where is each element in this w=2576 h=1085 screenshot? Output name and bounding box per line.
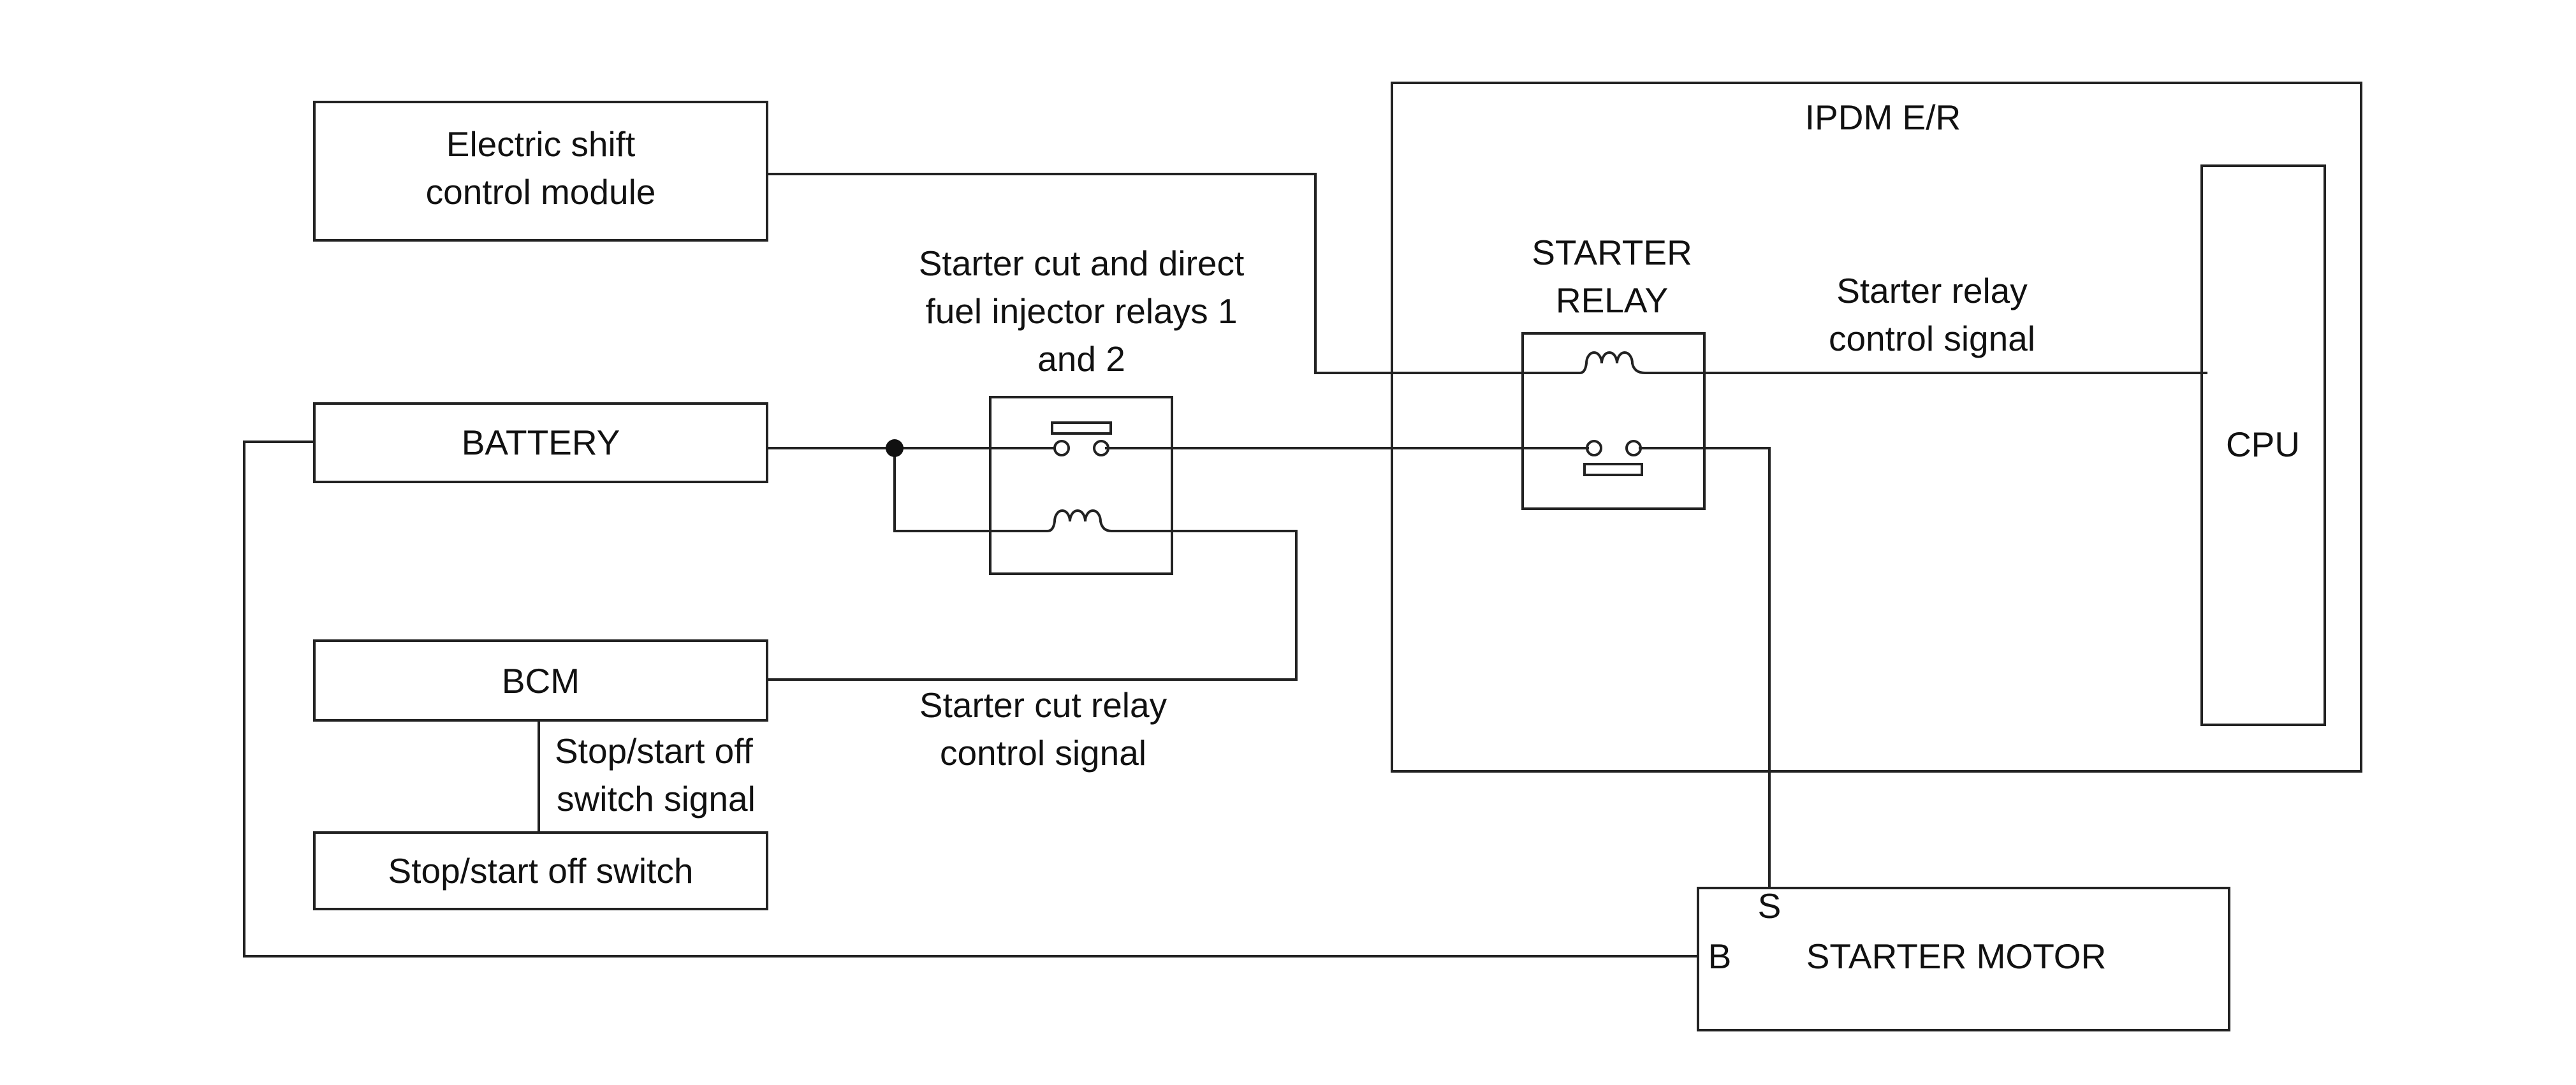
starter-relay-signal-line2: control signal	[1829, 319, 2035, 358]
electric-shift-label-line2: control module	[426, 172, 656, 212]
cut-relay-contact-right	[1093, 440, 1109, 456]
ipdm-er-title: IPDM E/R	[1805, 98, 1961, 137]
battery: BATTERY	[313, 402, 768, 483]
electric-shift-control-module: Electric shift control module	[313, 101, 768, 242]
bcm: BCM	[313, 639, 768, 722]
cut-relay-box	[989, 396, 1173, 575]
cut-relay-signal-line2: control signal	[940, 733, 1146, 773]
starter-relay-label-line1: STARTER	[1532, 233, 1692, 272]
cut-relay-coil-icon	[1047, 509, 1112, 532]
wire-starter-relay-to-starter-motor-s	[1639, 447, 1771, 888]
electric-shift-label-line1: Electric shift	[446, 124, 635, 164]
starter-cut-relay: Starter cut and direct fuel injector rel…	[919, 244, 1245, 575]
starter-motor-terminal-s: S	[1758, 886, 1782, 926]
ipdm-er-module: IPDM E/R	[1391, 82, 2362, 773]
ipdm-er-outline	[1391, 82, 2362, 773]
bcm-label: BCM	[502, 661, 580, 701]
starter-motor-terminal-b: B	[1708, 936, 1732, 976]
starter-relay-contact-right	[1625, 440, 1642, 456]
cut-relay-contact-left	[1053, 440, 1070, 456]
battery-box	[313, 402, 768, 483]
wire-cut-relay-coil-to-bcm	[767, 530, 1298, 681]
stop-start-switch-label: Stop/start off switch	[388, 851, 694, 891]
starter-relay-contact-left	[1586, 440, 1602, 456]
starter-relay-armature	[1583, 463, 1643, 476]
starter-relay-label-line2: RELAY	[1556, 280, 1668, 320]
wire-junction-to-cut-relay-coil	[893, 448, 1048, 532]
stop-start-signal-line2: switch signal	[557, 779, 756, 819]
cut-relay-armature	[1051, 421, 1112, 435]
wire-junction-dot	[886, 439, 904, 457]
starter-motor-box	[1697, 887, 2230, 1031]
starter-relay: STARTER RELAY	[1521, 233, 1706, 510]
cut-relays-label-line2: fuel injector relays 1	[925, 291, 1237, 331]
stop-start-switch-box	[313, 831, 768, 910]
wire-electric-shift-to-starter-relay	[767, 173, 1580, 374]
starter-motor-label: STARTER MOTOR	[1806, 936, 2107, 976]
starter-relay-signal-line1: Starter relay	[1836, 271, 2028, 310]
starter-relay-box	[1521, 332, 1706, 510]
cut-relay-signal-line1: Starter cut relay	[919, 685, 1167, 725]
starter-motor: S B STARTER MOTOR	[1697, 886, 2230, 1031]
battery-label: BATTERY	[462, 423, 620, 462]
wire-battery-to-starter-motor-b	[243, 441, 1698, 958]
stop-start-signal-line1: Stop/start off	[555, 731, 754, 771]
cpu-box	[2200, 164, 2326, 726]
starter-relay-coil-icon	[1579, 351, 1646, 374]
cpu-block: CPU	[2200, 164, 2326, 726]
electric-shift-box	[313, 101, 768, 242]
stop-start-off-switch: Stop/start off switch	[313, 831, 768, 910]
cut-relays-label-line3: and 2	[1037, 339, 1125, 379]
bcm-box	[313, 639, 768, 722]
cut-relays-label-line1: Starter cut and direct	[919, 244, 1245, 283]
cpu-label: CPU	[2226, 425, 2300, 464]
